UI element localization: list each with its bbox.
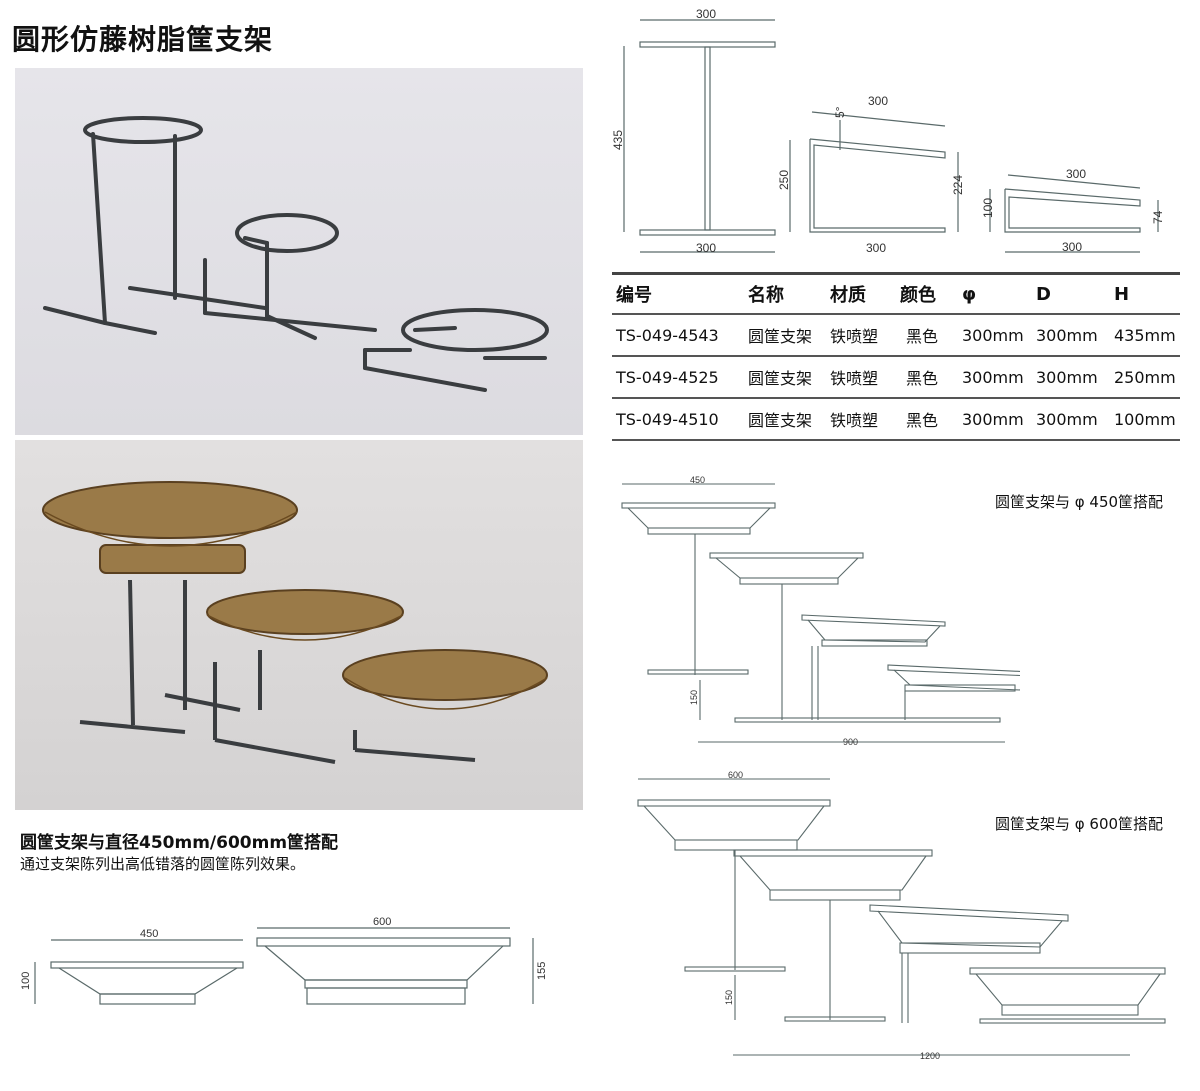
s3-right-dim: 74	[1151, 210, 1165, 224]
cell-material: 铁喷塑	[826, 314, 896, 357]
s1-height-dim: 435	[611, 130, 625, 150]
combo600-width: 600	[728, 770, 743, 780]
cell-h: 100mm	[1110, 398, 1180, 441]
col-material: 材质	[826, 273, 896, 315]
caption-text: 通过支架陈列出高低错落的圆筐陈列效果。	[20, 855, 306, 873]
combo600-height: 150	[724, 990, 734, 1005]
col-color: 颜色	[896, 273, 958, 315]
combo450-total: 900	[843, 737, 858, 747]
cell-h: 435mm	[1110, 314, 1180, 357]
cell-code: TS-049-4543	[612, 314, 744, 357]
cell-h: 250mm	[1110, 356, 1180, 399]
baskets-photo	[15, 440, 583, 810]
wire-stands-illustration	[43, 116, 549, 392]
table-header-row: 编号 名称 材质 颜色 φ D H	[612, 273, 1180, 315]
stand-dimension-drawings: 300 300 435 300 5° 300 250 224 300 300 1…	[611, 7, 1165, 255]
combo450-height: 150	[689, 690, 699, 705]
cell-phi: 300mm	[958, 356, 1032, 399]
cell-material: 铁喷塑	[826, 398, 896, 441]
col-d: D	[1032, 273, 1110, 315]
cell-material: 铁喷塑	[826, 356, 896, 399]
combo450-label: 圆筐支架与 φ 450筐搭配	[995, 493, 1164, 511]
col-phi: φ	[958, 273, 1032, 315]
basket450-width: 450	[140, 928, 158, 940]
s2-angle: 5°	[833, 106, 847, 118]
s3-bottom-dim: 300	[1062, 240, 1082, 254]
combo600-label: 圆筐支架与 φ 600筐搭配	[995, 815, 1164, 833]
s2-right-dim: 224	[951, 175, 965, 195]
cell-phi: 300mm	[958, 314, 1032, 357]
col-name: 名称	[744, 273, 826, 315]
cell-phi: 300mm	[958, 398, 1032, 441]
combo450-drawing: 450 150 900	[621, 475, 1020, 747]
basket600-width: 600	[373, 916, 391, 928]
cell-name: 圆筐支架	[744, 314, 826, 357]
cell-color: 黑色	[896, 314, 958, 357]
cell-code: TS-049-4525	[612, 356, 744, 399]
cell-d: 300mm	[1032, 356, 1110, 399]
combo600-total: 1200	[920, 1051, 940, 1061]
caption-heading: 圆筐支架与直径450mm/600mm筐搭配	[20, 833, 339, 853]
basket450-height: 100	[20, 972, 32, 990]
col-code: 编号	[612, 273, 744, 315]
cell-name: 圆筐支架	[744, 398, 826, 441]
basket600-height: 155	[536, 962, 548, 980]
combo600-drawing: 600 150 1200	[637, 770, 1166, 1061]
s1-bottom-dim: 300	[696, 241, 716, 255]
cell-name: 圆筐支架	[744, 356, 826, 399]
page-title: 圆形仿藤树脂筐支架	[12, 23, 274, 56]
s2-top-dim: 300	[868, 94, 888, 108]
cell-code: TS-049-4510	[612, 398, 744, 441]
s2-left-dim: 250	[777, 170, 791, 190]
cell-color: 黑色	[896, 356, 958, 399]
stands-photo	[15, 68, 583, 435]
basket-dimension-drawings: 450 100 600 155	[20, 916, 548, 1005]
s3-left-dim: 100	[981, 198, 995, 218]
combo450-width: 450	[690, 475, 705, 485]
baskets-on-stands-illustration	[42, 481, 548, 764]
col-h: H	[1110, 273, 1180, 315]
s1-top-dim: 300	[696, 7, 716, 21]
cell-d: 300mm	[1032, 314, 1110, 357]
s2-bottom-dim: 300	[866, 241, 886, 255]
s3-top-dim: 300	[1066, 167, 1086, 181]
cell-color: 黑色	[896, 398, 958, 441]
cell-d: 300mm	[1032, 398, 1110, 441]
